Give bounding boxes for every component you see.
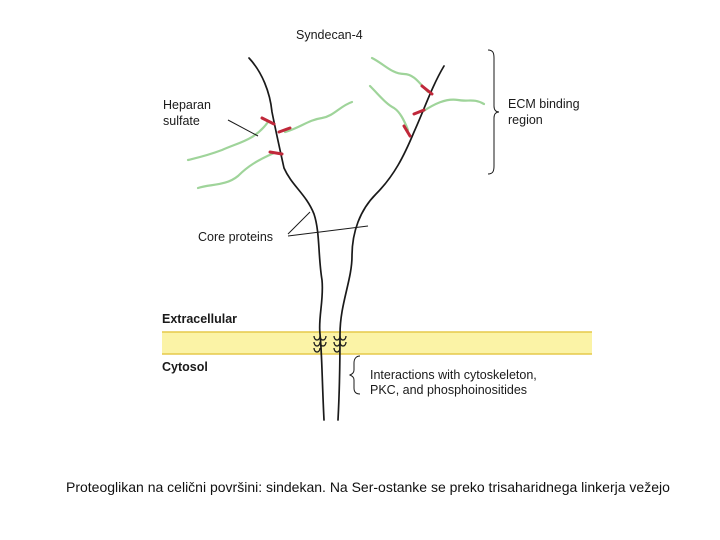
- heparan-sulfate-chains: [186, 56, 486, 190]
- heparan-pointer: [227, 119, 259, 137]
- plasma-membrane: [162, 332, 592, 354]
- ecm-label-line2: region: [508, 113, 543, 127]
- caption-text: Proteoglikan na celični površini: sindek…: [66, 479, 670, 495]
- core-pointer-left: [287, 211, 311, 235]
- hs-chain-1: [186, 120, 270, 162]
- interactions-label-line2: PKC, and phosphoinositides: [370, 383, 528, 397]
- linkage-marks: [260, 84, 434, 156]
- hs-chain-3: [196, 151, 276, 190]
- sulfate-label: sulfate: [163, 114, 200, 128]
- hs-chain-6: [368, 84, 410, 132]
- core-pointer-right: [287, 225, 369, 237]
- cytosol-bracket: [348, 355, 361, 395]
- diagram-title: Syndecan-4: [296, 28, 363, 42]
- ecm-label-line1: ECM binding: [508, 97, 580, 111]
- core-protein-right: [337, 65, 445, 421]
- cytosol-label: Cytosol: [162, 360, 208, 374]
- hs-chain-5: [420, 98, 486, 114]
- hs-chain-2: [283, 100, 354, 134]
- pointer-lines: [227, 119, 369, 237]
- transmembrane-coils: [313, 335, 347, 353]
- heparan-label: Heparan: [163, 98, 211, 112]
- extracellular-label: Extracellular: [162, 312, 238, 326]
- core-proteins-label: Core proteins: [198, 230, 274, 244]
- interactions-label-line1: Interactions with cytoskeleton,: [370, 368, 537, 382]
- ecm-bracket: [487, 49, 500, 175]
- hs-chain-4: [370, 56, 430, 94]
